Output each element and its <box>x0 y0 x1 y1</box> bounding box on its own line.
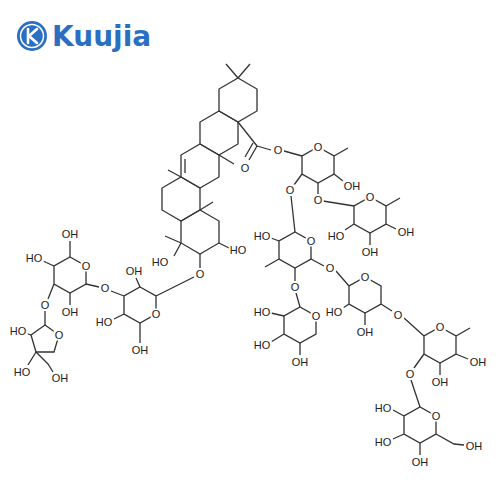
atom-label: HO <box>253 340 272 351</box>
atom-label: O <box>313 142 324 153</box>
aglycone-rings <box>162 78 257 254</box>
atom-label: OH <box>61 307 80 318</box>
atom-label: OH <box>61 229 80 240</box>
atom-label: O <box>195 269 206 280</box>
atom-label: OH <box>469 357 488 368</box>
atom-label: HO <box>325 307 344 318</box>
logo-text: Kuujia <box>52 23 151 51</box>
atom-label: HO <box>229 245 248 256</box>
atom-label: OH <box>356 327 375 338</box>
atom-label: O <box>306 236 317 247</box>
atom-label: O <box>435 322 446 333</box>
atom-label: O <box>151 309 162 320</box>
atom-label: HO <box>374 403 393 414</box>
atom-label: HO <box>327 231 346 242</box>
atom-label: O <box>81 261 92 272</box>
atom-label: OH <box>397 227 416 238</box>
atom-label: O <box>285 185 296 196</box>
atom-label: OH <box>431 377 450 388</box>
atom-label: O <box>290 282 301 293</box>
atom-label: HO <box>151 257 170 268</box>
atom-label: O <box>431 411 442 422</box>
atom-label: O <box>311 311 322 322</box>
atom-label: O <box>365 192 376 203</box>
atom-label: OH <box>131 345 150 356</box>
atom-label: O <box>360 272 371 283</box>
atom-label: O <box>325 263 336 274</box>
atom-label: OH <box>343 181 362 192</box>
atom-label: O <box>240 163 251 174</box>
atom-label: O <box>273 145 284 156</box>
atom-label: O <box>405 369 416 380</box>
atom-label: OH <box>411 457 430 468</box>
sugar-rings <box>31 147 456 443</box>
atom-label: HO <box>95 317 114 328</box>
atom-label: OH <box>361 247 380 258</box>
atom-label: OH <box>291 357 310 368</box>
atom-label: HO <box>9 326 28 337</box>
bonds <box>25 64 470 455</box>
atom-label: HO <box>253 231 272 242</box>
atom-label: O <box>313 195 324 206</box>
atom-label: OH <box>125 266 144 277</box>
atom-label: HO <box>374 437 393 448</box>
atom-label: HO <box>25 253 44 264</box>
logo-icon <box>17 21 47 51</box>
atom-label: O <box>54 330 65 341</box>
atom-label: O <box>40 300 51 311</box>
atom-label: OH <box>51 373 70 384</box>
atom-label: O <box>100 283 111 294</box>
atom-label: HO <box>13 367 32 378</box>
atom-label: O <box>393 310 404 321</box>
atom-label: OH <box>465 441 484 452</box>
atom-label: HO <box>253 307 272 318</box>
